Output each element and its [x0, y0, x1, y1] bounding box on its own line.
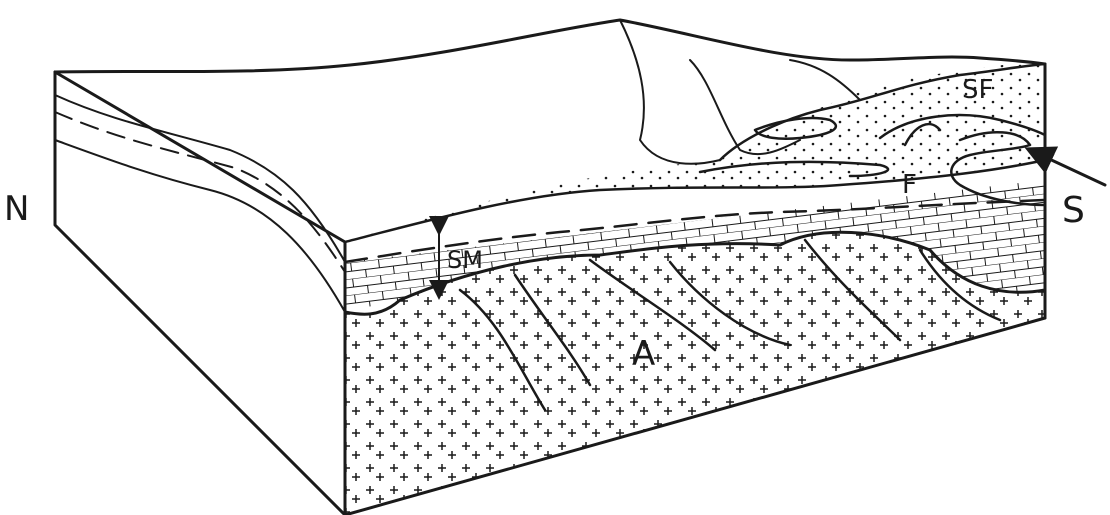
top-surface-contour-3 — [790, 60, 860, 100]
left-side-layer-top — [55, 95, 345, 262]
label-north: N — [4, 189, 29, 229]
label-sf: SF — [962, 75, 993, 105]
south-arrow — [1030, 150, 1105, 185]
label-south: S — [1062, 190, 1085, 231]
block-left-front-edge — [55, 72, 345, 515]
label-a: A — [632, 334, 655, 374]
block-left-top-edge — [55, 72, 345, 242]
label-f: F — [902, 170, 917, 200]
left-side-layer-base — [55, 140, 345, 312]
label-sm: SM — [447, 246, 483, 274]
top-surface-contour-1 — [620, 20, 720, 164]
block-top-back-edge — [55, 20, 1045, 72]
